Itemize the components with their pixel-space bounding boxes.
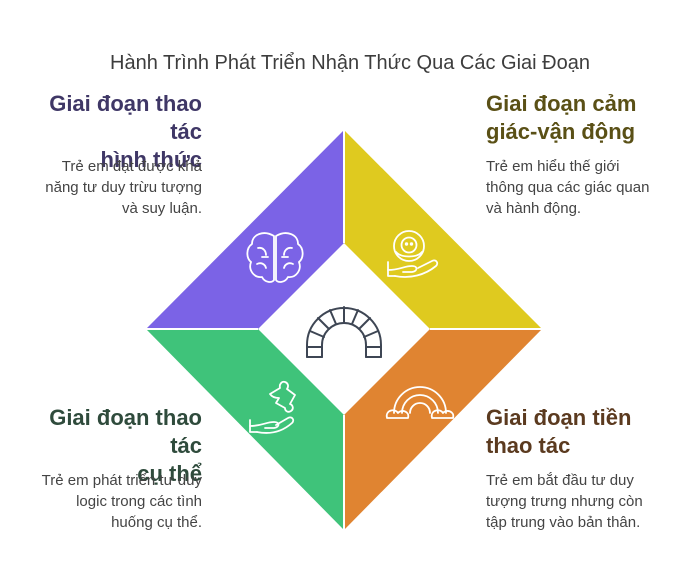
concrete-operational-desc-line1: Trẻ em phát triển tư duy (41, 472, 202, 489)
preoperational-title-line2: thao tác (486, 433, 571, 458)
formal-operational-title-line1: Giai đoạn thao tác (49, 91, 202, 144)
concrete-operational-title-line2: cụ thể (137, 461, 202, 486)
concrete-operational-desc-line2: logic trong các tình (76, 493, 202, 510)
preoperational-desc-line3: tập trung vào bản thân. (486, 514, 641, 531)
concrete-operational-title-line1: Giai đoạn thao tác (49, 405, 202, 458)
brain-icon (246, 232, 304, 283)
rainbow-icon (385, 386, 455, 419)
formal-operational-title: Giai đoạn thao tác hình thức (20, 90, 202, 174)
arch-icon (306, 306, 382, 358)
preoperational-title: Giai đoạn tiền thao tác (486, 404, 686, 460)
sensorimotor-title-line2: giác-vận động (486, 119, 636, 144)
sensorimotor-description: Trẻ em hiểu thế giới thông qua các giác … (486, 156, 686, 219)
quadrant-concrete-operational (146, 329, 344, 530)
sensorimotor-title: Giai đoạn cảm giác-vận động (486, 90, 686, 146)
puzzle-hand-icon (249, 380, 296, 434)
formal-operational-title-line2: hình thức (100, 147, 202, 172)
quadrant-preoperational (344, 329, 542, 530)
preoperational-desc-line1: Trẻ em bắt đầu tư duy (486, 472, 634, 489)
formal-operational-desc-line1: Trẻ em đạt được khả (61, 158, 202, 175)
concrete-operational-description: Trẻ em phát triển tư duy logic trong các… (20, 470, 202, 533)
sensorimotor-desc-line3: và hành động. (486, 200, 582, 217)
preoperational-desc-line2: tượng trưng nhưng còn (486, 493, 643, 510)
sensorimotor-title-line1: Giai đoạn cảm (486, 91, 637, 116)
baby-in-hand-icon (387, 230, 439, 278)
formal-operational-desc-line3: và suy luận. (121, 200, 202, 217)
preoperational-title-line1: Giai đoạn tiền (486, 405, 632, 430)
quadrant-sensorimotor (344, 130, 542, 329)
concrete-operational-desc-line3: huống cụ thể. (111, 514, 202, 531)
sensorimotor-desc-line2: thông qua các giác quan (486, 179, 650, 196)
formal-operational-desc-line2: năng tư duy trừu tượng (45, 179, 202, 196)
page-title: Hành Trình Phát Triển Nhận Thức Qua Các … (110, 52, 590, 74)
concrete-operational-title: Giai đoạn thao tác cụ thể (20, 404, 202, 488)
formal-operational-description: Trẻ em đạt được khả năng tư duy trừu tượ… (20, 156, 202, 219)
preoperational-description: Trẻ em bắt đầu tư duy tượng trưng nhưng … (486, 470, 686, 533)
quadrant-formal-operational (146, 130, 344, 329)
sensorimotor-desc-line1: Trẻ em hiểu thế giới (486, 158, 620, 175)
